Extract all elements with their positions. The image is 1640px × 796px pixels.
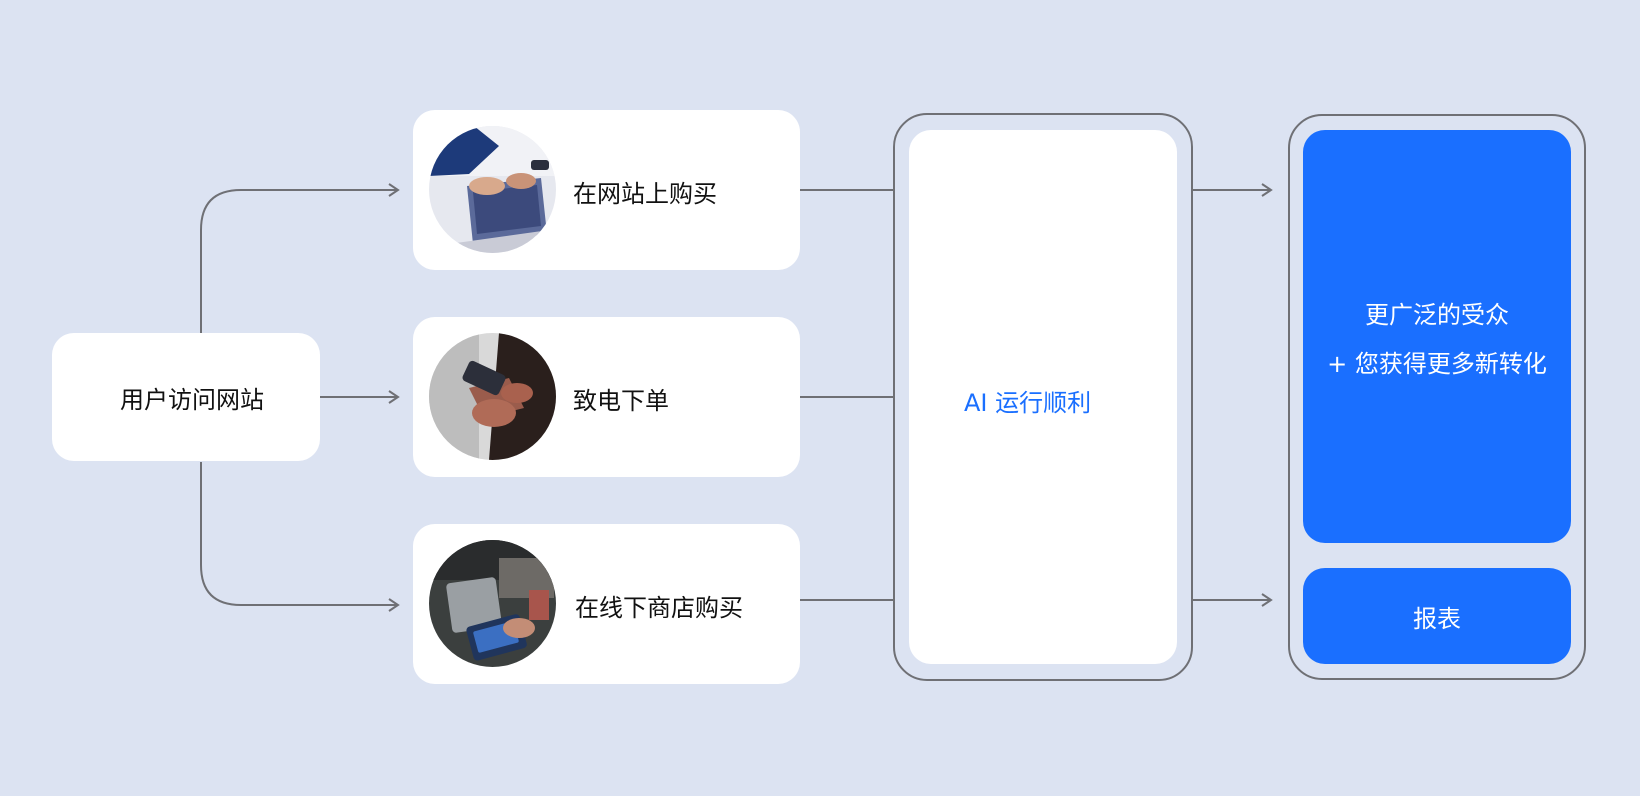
phone-call-photo [429,333,556,460]
report-label: 报表 [1413,604,1461,633]
channel-label-website: 在网站上购买 [573,180,717,208]
store-tablet-photo [429,540,556,667]
channel-card-phone: 致电下单 [413,317,800,477]
channel-card-website: 在网站上购买 [413,110,800,270]
ai-label: AI 运行顺利 [964,389,1092,417]
connector-source-to-store [200,462,400,612]
audience-line-2: + 您获得更多新转化 [1327,349,1547,378]
audience-result-card: 更广泛的受众 + 您获得更多新转化 [1303,130,1571,543]
channel-label-store: 在线下商店购买 [575,594,743,622]
results-container [1288,114,1586,680]
channel-card-store: 在线下商店购买 [413,524,800,684]
ai-container [893,113,1193,681]
connector-source-to-website [200,183,400,333]
ai-card: AI 运行顺利 [909,130,1177,664]
channel-label-phone: 致电下单 [573,387,669,415]
source-label: 用户访问网站 [120,386,264,414]
report-card: 报表 [1303,568,1571,664]
source-card: 用户访问网站 [52,333,320,461]
audience-line-1: 更广泛的受众 [1365,300,1509,329]
laptop-shopping-photo [429,126,556,253]
